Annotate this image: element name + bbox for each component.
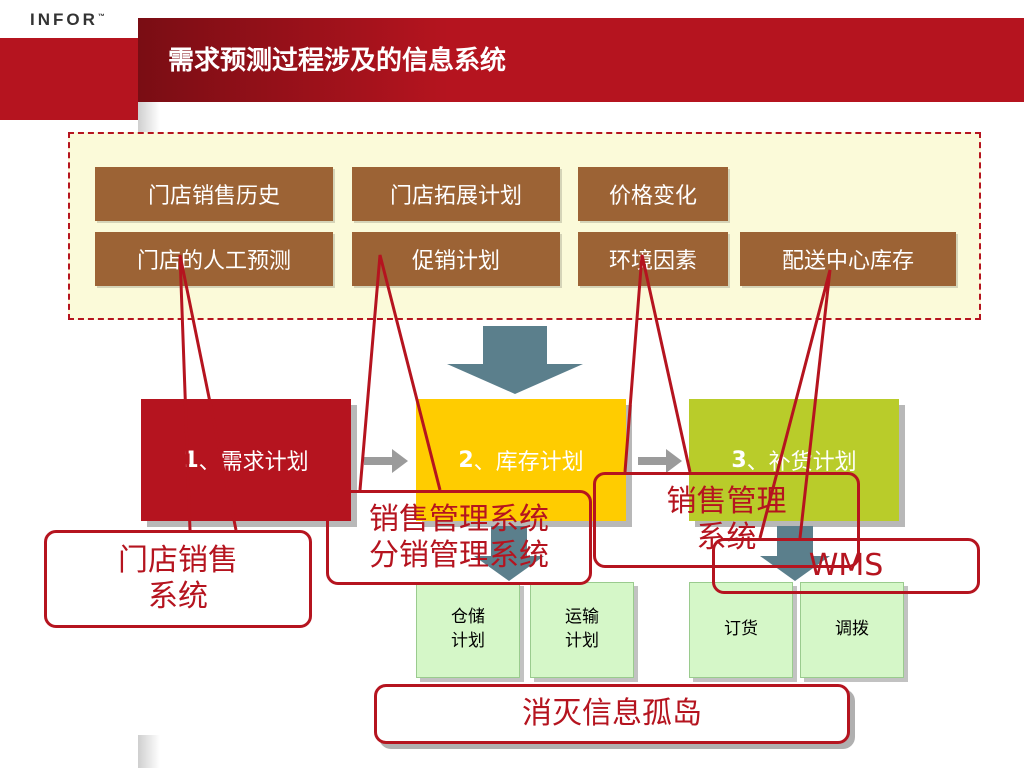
header-bar bbox=[138, 18, 1024, 102]
process-demand-planning: 1、需求计划 bbox=[141, 399, 351, 521]
infor-logo: INFOR™ bbox=[30, 10, 105, 30]
decor-shadow-bottom bbox=[138, 735, 160, 768]
process-number: 2 bbox=[458, 447, 474, 473]
info-store-sales-history: 门店销售历史 bbox=[95, 167, 333, 221]
callout-eliminate-info-islands: 消灭信息孤岛 bbox=[374, 684, 850, 744]
down-arrow-small-icon bbox=[474, 526, 544, 581]
callout-sales-system: 销售管理 系统 bbox=[593, 472, 860, 568]
logo-text: INFOR bbox=[30, 10, 98, 29]
process-inventory-planning: 2、库存计划 bbox=[416, 399, 626, 521]
sub-storage-plan: 仓储 计划 bbox=[416, 582, 520, 678]
info-environment-factors: 环境因素 bbox=[578, 232, 728, 286]
info-dc-inventory: 配送中心库存 bbox=[740, 232, 956, 286]
info-store-manual-forecast: 门店的人工预测 bbox=[95, 232, 333, 286]
info-store-expansion-plan: 门店拓展计划 bbox=[352, 167, 560, 221]
process-number: 1 bbox=[183, 447, 199, 473]
process-label: 、库存计划 bbox=[473, 450, 584, 475]
callout-wms: WMS bbox=[712, 538, 980, 594]
info-source-region bbox=[68, 132, 981, 320]
down-arrow-icon bbox=[447, 326, 583, 394]
process-label: 、需求计划 bbox=[198, 450, 309, 475]
callout-store-sales-system: 门店销售 系统 bbox=[44, 530, 312, 628]
logo-trademark: ™ bbox=[97, 13, 105, 21]
right-arrow-icon bbox=[364, 449, 408, 473]
sub-ordering: 订货 bbox=[689, 582, 793, 678]
info-price-change: 价格变化 bbox=[578, 167, 728, 221]
sub-allocation: 调拨 bbox=[800, 582, 904, 678]
info-promotion-plan: 促销计划 bbox=[352, 232, 560, 286]
process-number: 3 bbox=[731, 447, 747, 473]
callout-sales-distribution-system: 销售管理系统 分销管理系统 bbox=[326, 490, 592, 585]
header-red-block bbox=[0, 38, 138, 120]
right-arrow-icon bbox=[638, 449, 682, 473]
slide-title: 需求预测过程涉及的信息系统 bbox=[168, 46, 507, 76]
sub-transport-plan: 运输 计划 bbox=[530, 582, 634, 678]
